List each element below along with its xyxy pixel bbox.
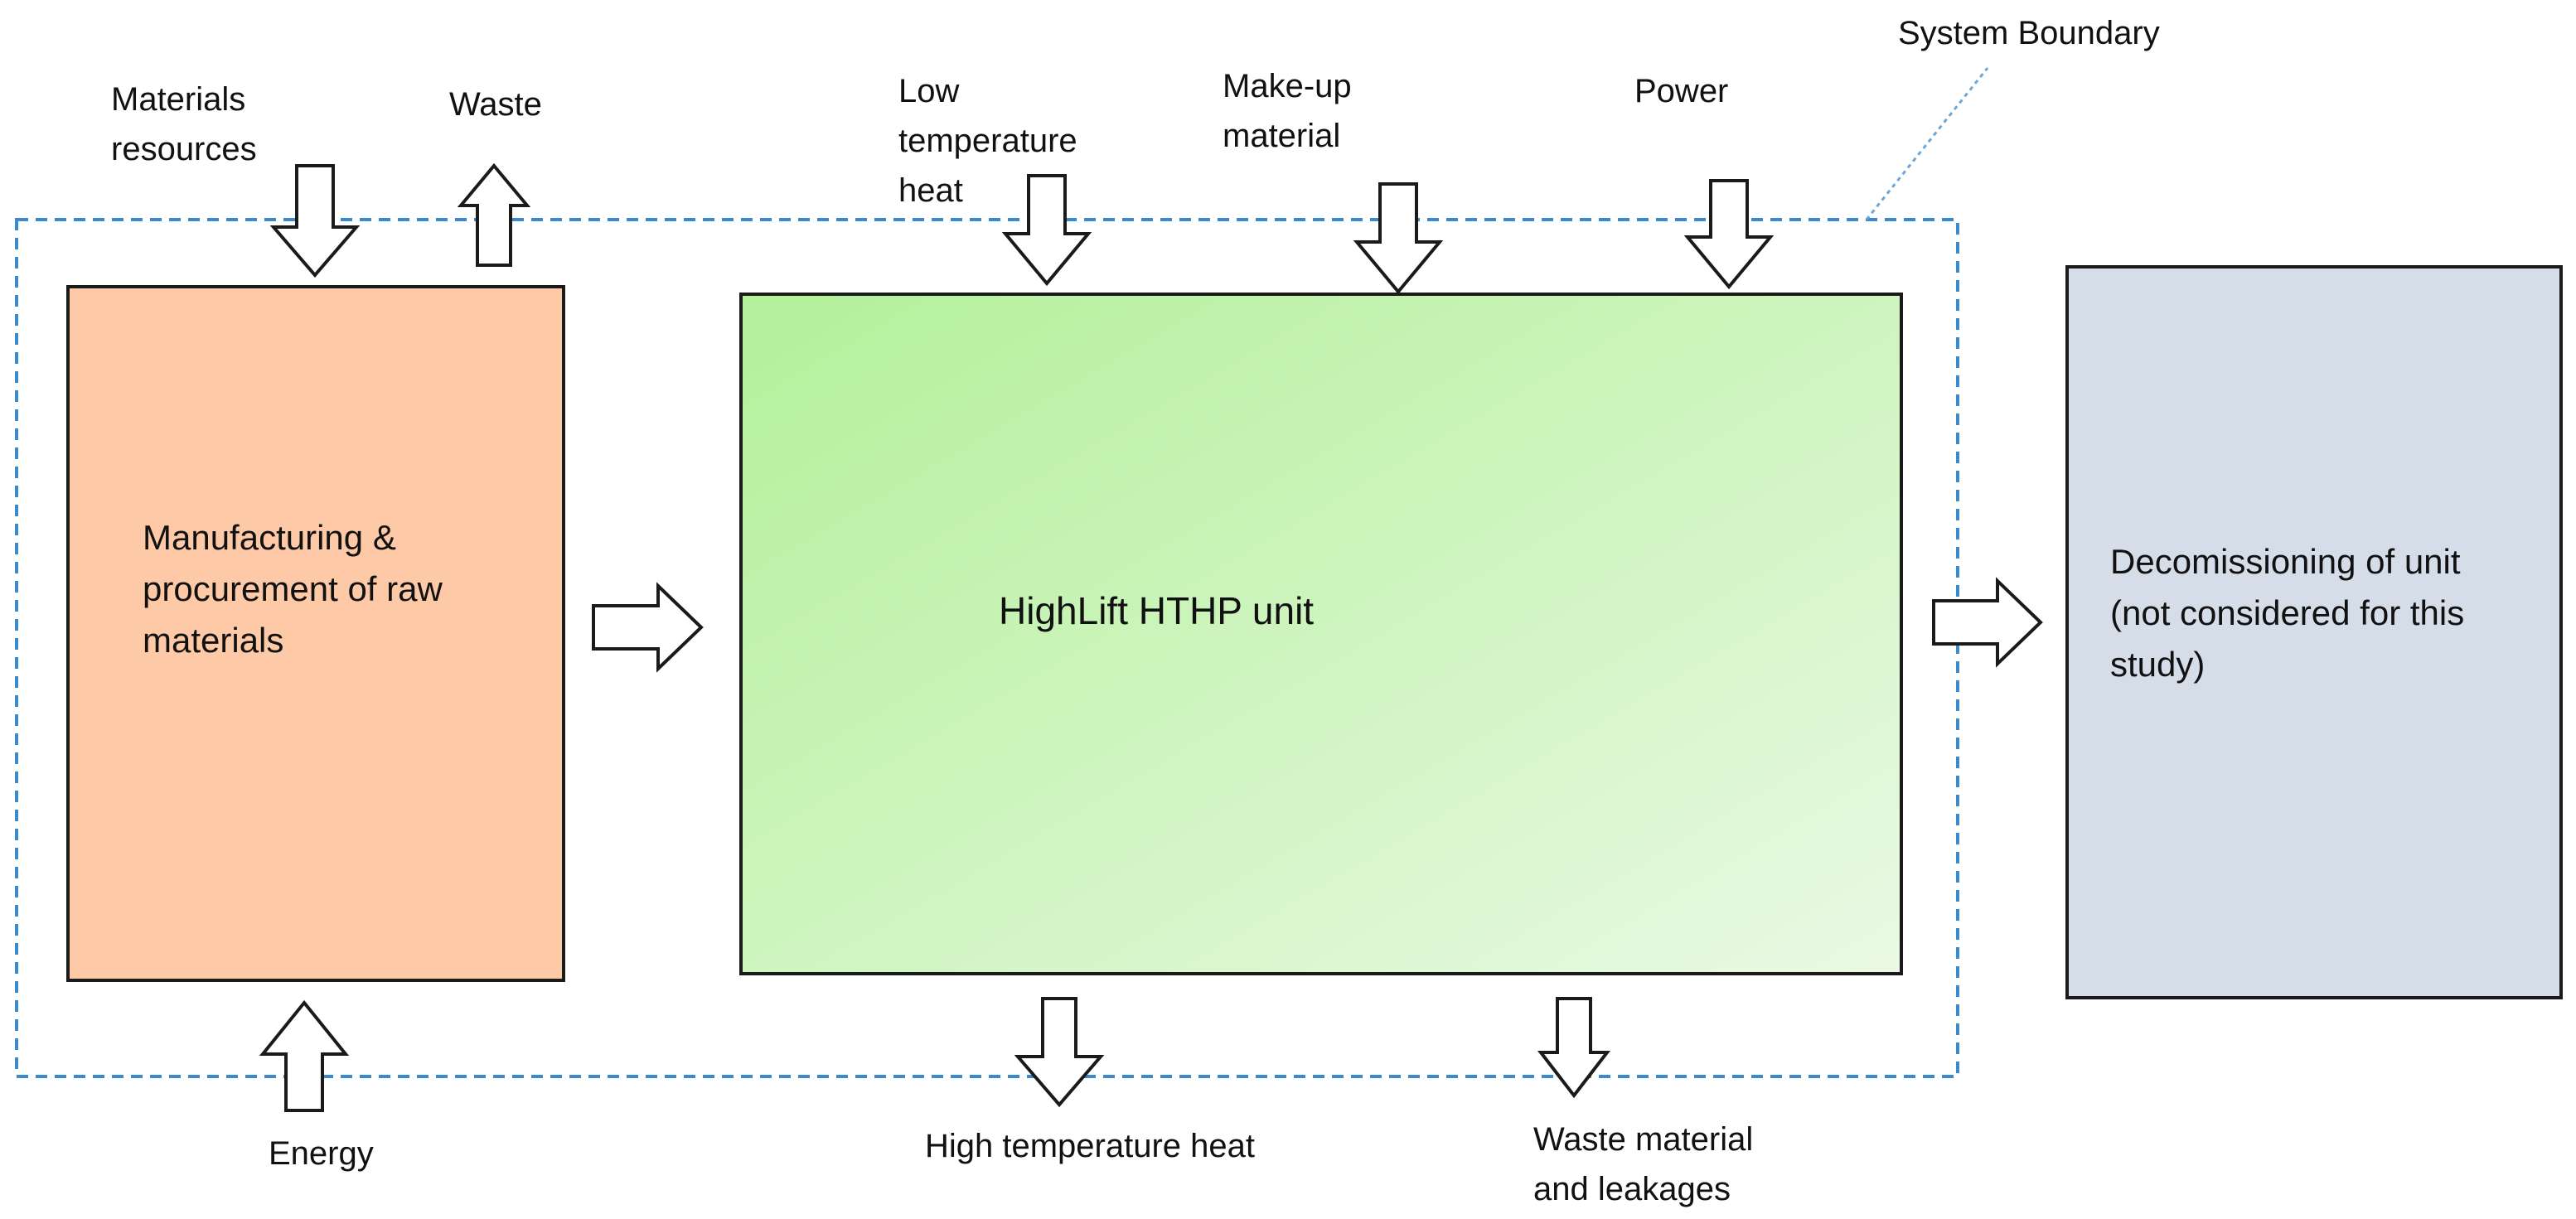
- energy-up-arrow: [259, 999, 350, 1112]
- manufacturing-box: [66, 285, 565, 982]
- highlift-hthp-unit-box: [739, 293, 1903, 975]
- decommissioning-box: [2065, 265, 2563, 999]
- low-temperature-heat-label: Low temperature heat: [898, 73, 1077, 209]
- manufacturing-to-unit-right-arrow: [592, 582, 704, 673]
- system-boundary-label: System Boundary: [1898, 15, 2160, 51]
- waste-material-down-arrow: [1537, 997, 1611, 1099]
- unit-to-decommissioning-right-arrow: [1932, 577, 2043, 668]
- materials-resources-down-arrow: [269, 164, 361, 278]
- decommissioning-label: Decomissioning of unit (not considered f…: [2110, 542, 2465, 684]
- materials-resources-label: Materials resources: [111, 81, 257, 167]
- low-temperature-heat-down-arrow: [1001, 174, 1092, 287]
- manufacturing-label: Manufacturing & procurement of raw mater…: [143, 518, 443, 660]
- waste-label: Waste: [449, 86, 542, 123]
- high-temperature-heat-down-arrow: [1014, 997, 1105, 1108]
- system-boundary: [15, 218, 1959, 1078]
- high-temperature-heat-label: High temperature heat: [925, 1128, 1256, 1164]
- power-label: Power: [1634, 73, 1729, 109]
- waste-up-arrow: [457, 162, 531, 267]
- make-up-material-label: Make-up material: [1223, 68, 1352, 154]
- waste-material-leakages-label: Waste material and leakages: [1533, 1121, 1754, 1207]
- highlift-hthp-unit-label: HighLift HTHP unit: [999, 589, 1315, 632]
- make-up-material-down-arrow: [1353, 182, 1444, 295]
- energy-label: Energy: [269, 1135, 374, 1172]
- power-down-arrow: [1683, 179, 1775, 290]
- system-boundary-leader-line: [1865, 67, 1989, 220]
